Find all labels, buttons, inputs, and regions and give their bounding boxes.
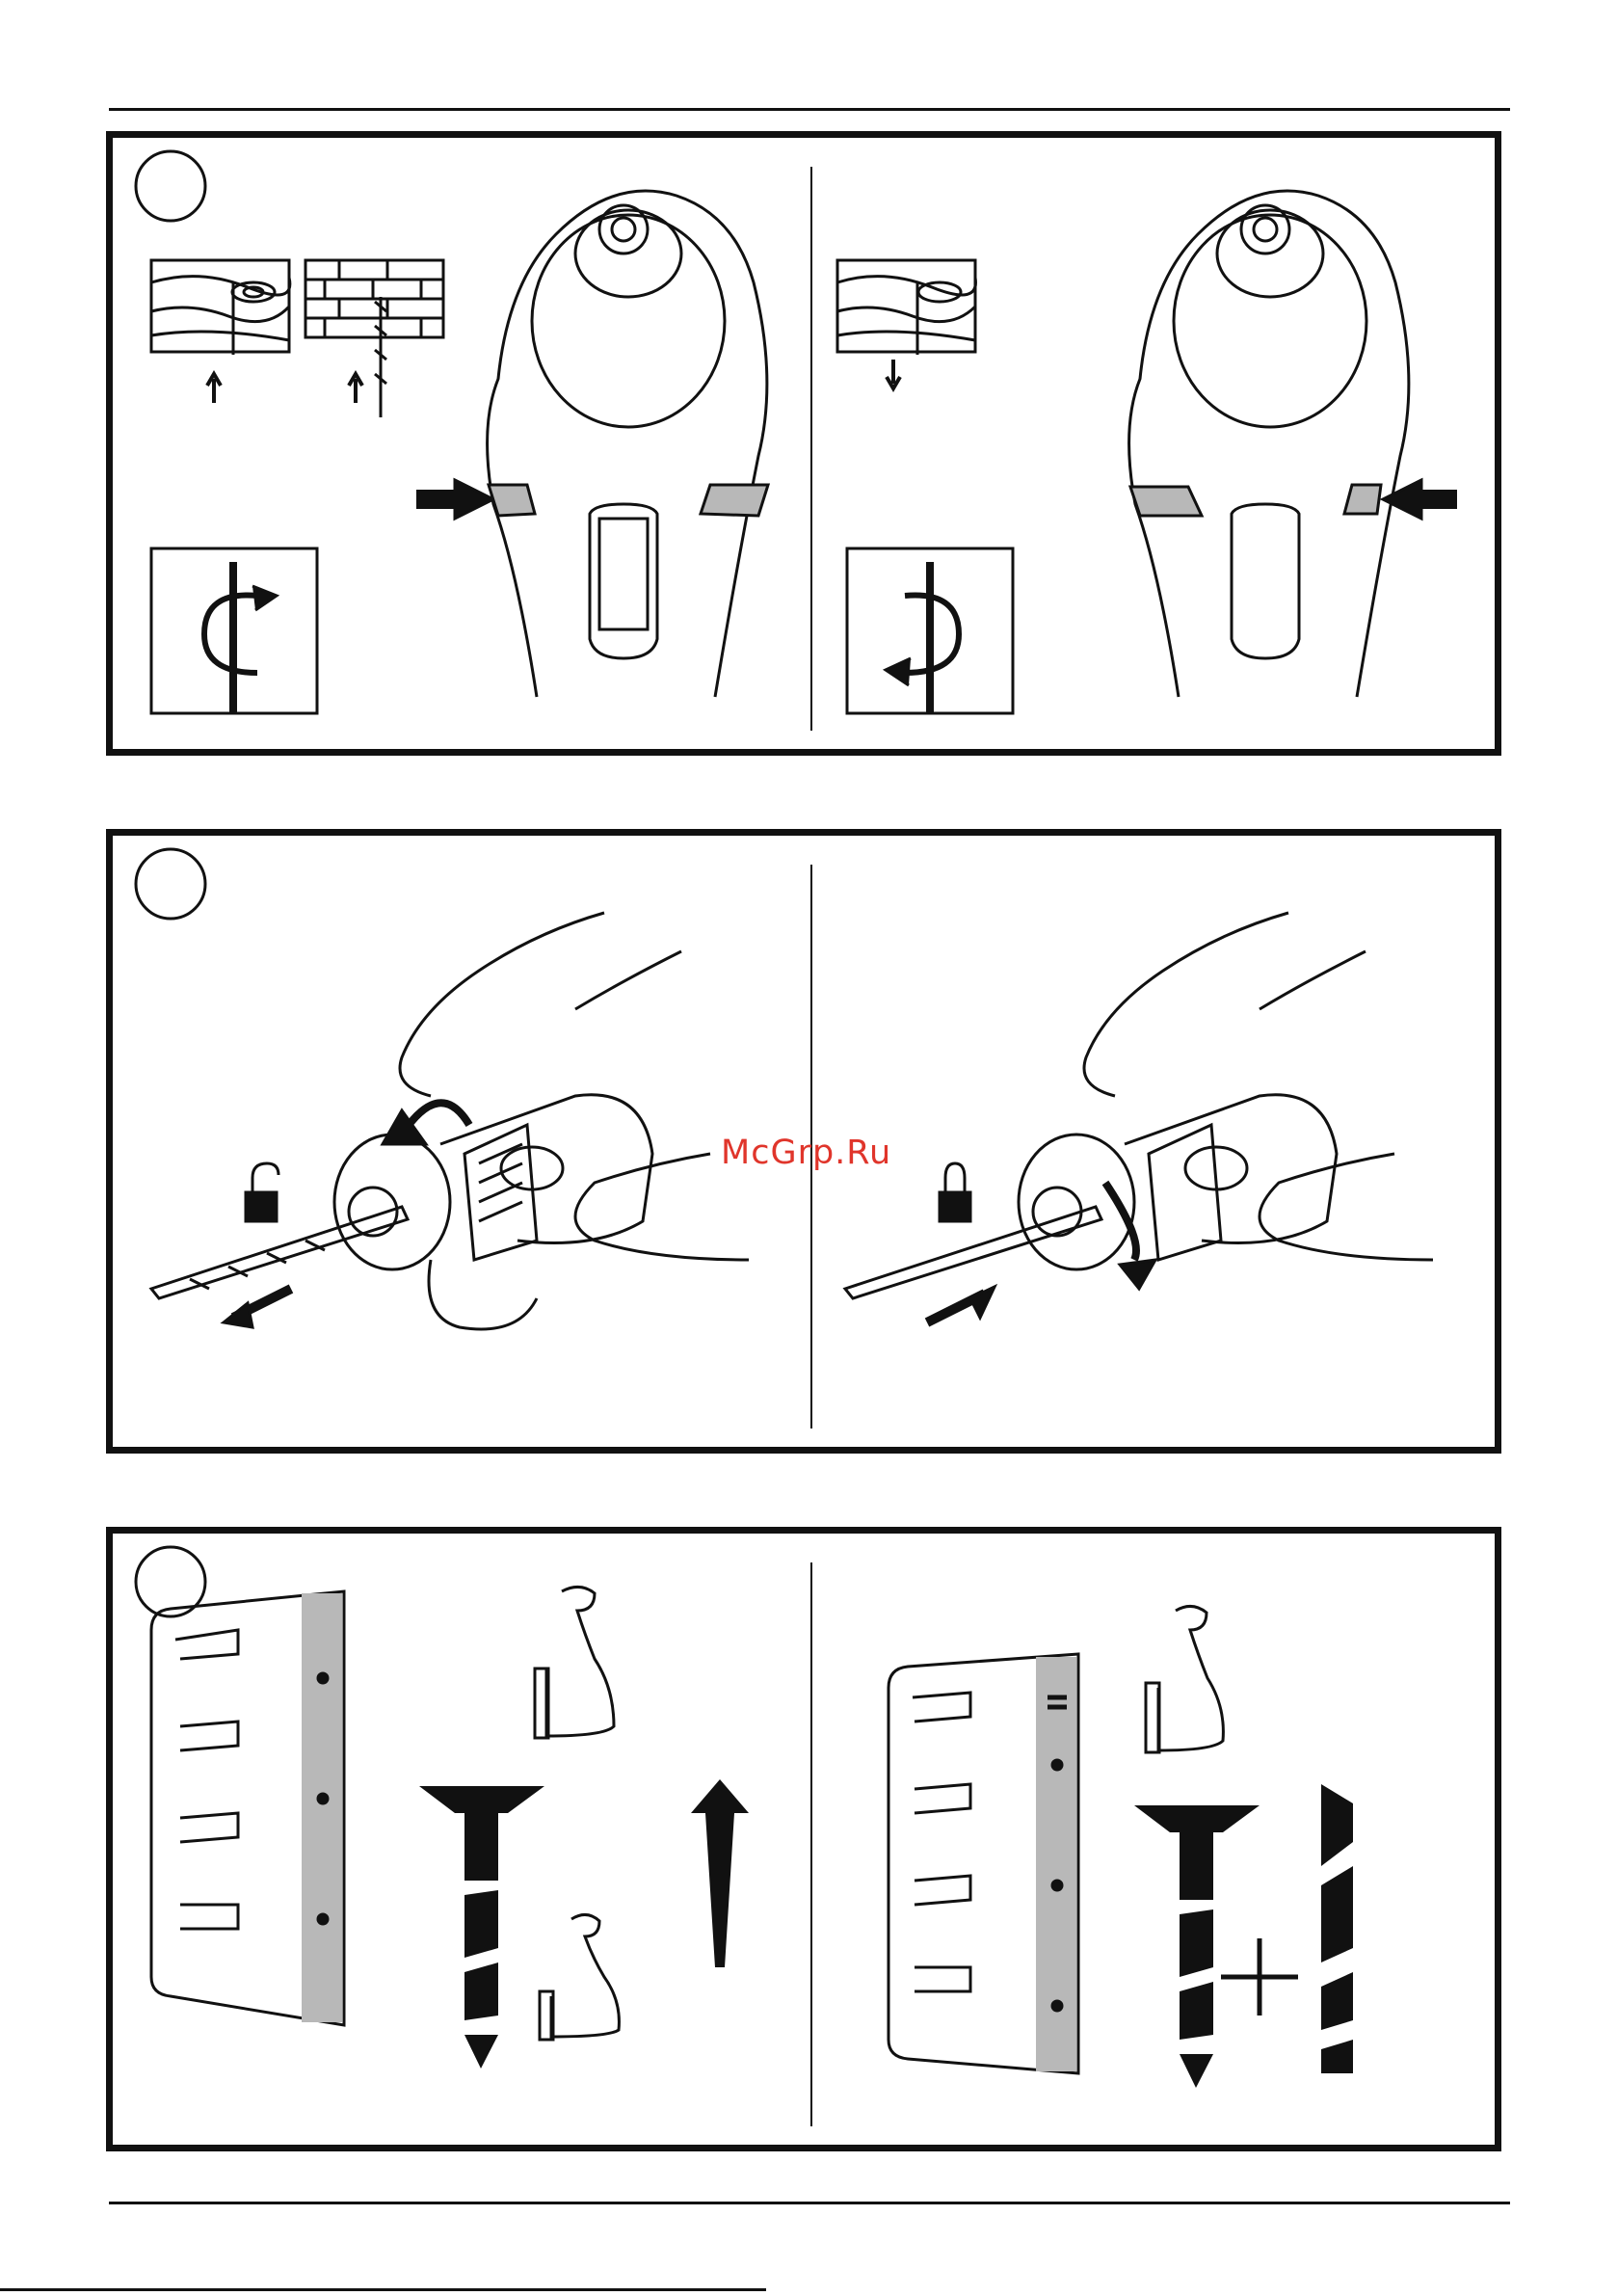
wood-icon-right xyxy=(837,260,975,355)
drill-top-view-icon xyxy=(488,191,767,697)
arrow-up-icon xyxy=(207,374,221,403)
strength-arm-icon-right xyxy=(1146,1606,1223,1752)
hand-icon-right xyxy=(1019,913,1433,1269)
screw-icon-right xyxy=(1134,1805,1260,2088)
forward-rotation-icon xyxy=(151,548,317,713)
torque-illustration xyxy=(113,1534,1495,2145)
footer-line xyxy=(0,2288,766,2291)
reverse-rotation-icon xyxy=(847,548,1013,713)
torque-ring-icon xyxy=(151,1591,344,2025)
watermark: McGrp.Ru xyxy=(721,1134,891,1172)
step-circle-1 xyxy=(136,151,205,221)
wood-icon xyxy=(151,260,290,355)
strength-arm-icon xyxy=(535,1587,614,1738)
bottom-rule xyxy=(109,2202,1510,2204)
torque-ring-icon-right xyxy=(889,1654,1078,2073)
unlock-icon xyxy=(246,1163,279,1221)
screw-icon xyxy=(419,1786,544,2069)
drill-top-view-icon-right xyxy=(1129,191,1409,697)
lock-icon xyxy=(940,1163,970,1221)
plus-icon xyxy=(1221,1938,1298,2016)
torque-increase-arrow-icon xyxy=(691,1779,749,1967)
brick-wall-icon xyxy=(305,260,443,417)
direction-switch-illustration xyxy=(113,138,1495,749)
panel-torque-selection xyxy=(106,1527,1501,2151)
step-circle-2 xyxy=(136,849,205,919)
strength-arm-icon-small xyxy=(540,1914,619,2040)
drill-bit-icon xyxy=(151,1207,408,1298)
drill-mode-icon xyxy=(1321,1784,1353,2073)
top-rule xyxy=(109,108,1510,111)
arrow-down-icon xyxy=(887,360,900,388)
panel-direction-switch xyxy=(106,131,1501,756)
